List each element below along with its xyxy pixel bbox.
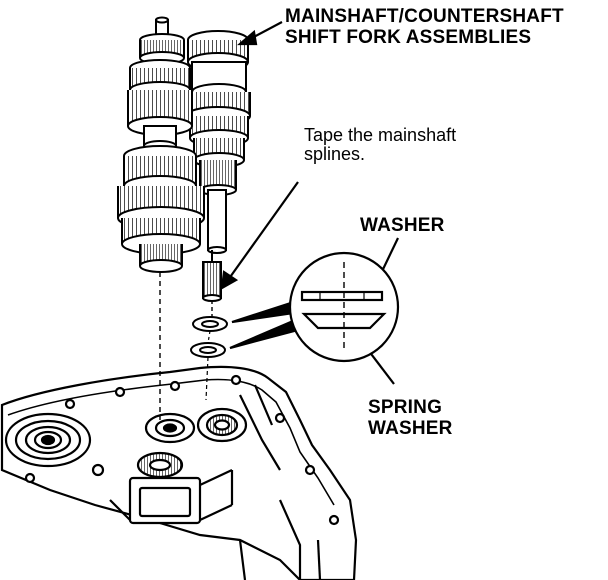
tape-note-line1: Tape the mainshaft xyxy=(304,125,457,145)
shift-fork-label-line1: MAINSHAFT/COUNTERSHAFT xyxy=(285,6,564,27)
spring-washer-line2: WASHER xyxy=(368,417,453,439)
shift-fork-label-line2: SHIFT FORK ASSEMBLIES xyxy=(285,26,532,48)
spring-washer-line1: SPRING xyxy=(368,397,443,418)
mainshaft-assembly xyxy=(117,16,205,273)
transmission-case xyxy=(0,365,358,580)
countershaft-assembly xyxy=(185,30,251,254)
tape-note-line2: splines. xyxy=(304,144,366,165)
washers xyxy=(190,316,228,401)
shaft-assemblies xyxy=(117,16,251,420)
spring-washer-label: SPRING WASHER xyxy=(368,397,453,439)
mainshaft-splines xyxy=(202,250,222,302)
shift-fork-assemblies-label: MAINSHAFT/COUNTERSHAFT SHIFT FORK ASSEMB… xyxy=(285,6,564,48)
tape-splines-note: Tape the mainshaft splines. xyxy=(304,125,457,165)
washer-detail-circle xyxy=(288,251,400,363)
washer-label-text: WASHER xyxy=(360,215,445,236)
washer-label: WASHER xyxy=(360,215,445,237)
